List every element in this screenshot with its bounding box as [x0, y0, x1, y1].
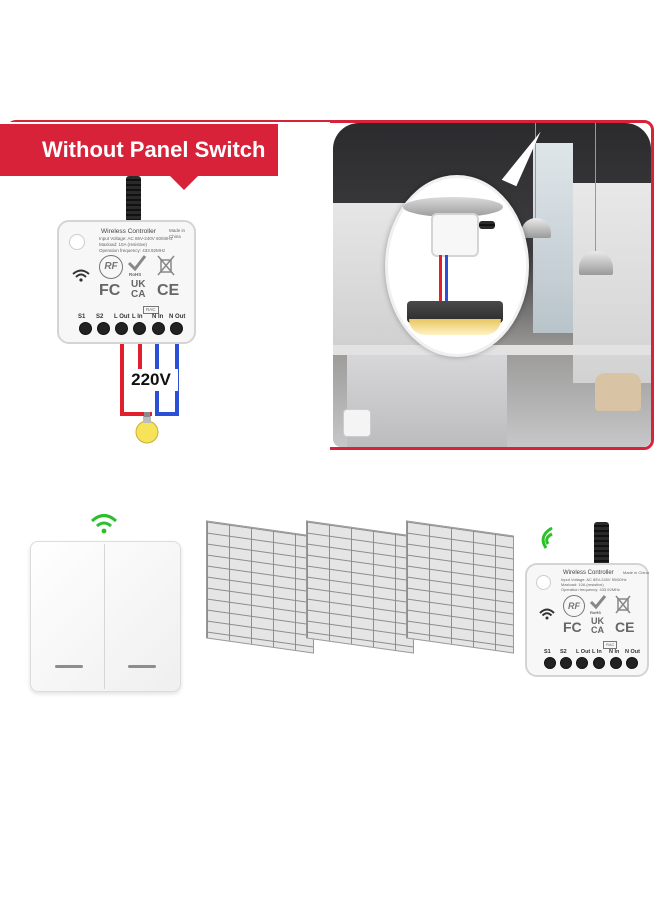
wifi-signal-icon: [90, 514, 118, 534]
screw-terminal: [593, 657, 605, 669]
pairing-button: [69, 234, 85, 250]
screw-terminal: [610, 657, 622, 669]
lamp-cord: [535, 123, 536, 218]
lamp-cord: [595, 123, 596, 253]
ceiling-light-fixture: [407, 301, 503, 323]
terminal-label: L In: [592, 649, 602, 655]
brick-wall: [206, 520, 314, 654]
spec-line: Operation frequency: 433.92MHz: [561, 587, 620, 592]
switch-divider: [104, 544, 105, 689]
brick-wall: [406, 520, 514, 654]
screw-terminal: [170, 322, 183, 335]
check-mark-icon: [589, 595, 607, 610]
terminal-label: L In: [132, 314, 143, 320]
made-in-label: Made in China: [169, 228, 186, 239]
antenna-icon: [594, 522, 609, 568]
wire-red: [120, 412, 152, 416]
wire-blue: [445, 255, 448, 303]
ce-mark: CE: [615, 619, 635, 635]
screw-terminal: [152, 322, 165, 335]
weee-bin-icon: [615, 595, 631, 614]
ceiling-mount: [403, 197, 503, 217]
screw-terminal: [560, 657, 572, 669]
terminal-label: N Out: [169, 314, 186, 320]
pairing-button: [536, 575, 551, 590]
screw-terminal: [97, 322, 110, 335]
rohs-label: RoHS: [590, 610, 601, 615]
rac-label: RAC: [143, 306, 159, 314]
wireless-controller-module: [431, 213, 479, 257]
signal-receive-icon: [541, 526, 553, 549]
wire-red: [439, 255, 442, 303]
terminal-label: S1: [544, 649, 551, 655]
switch-indicator-right: [128, 665, 156, 668]
ukca-mark-top: UK: [131, 279, 146, 290]
chair: [595, 373, 641, 411]
light-bulb-icon: [135, 412, 159, 444]
screw-terminal: [626, 657, 638, 669]
wifi-icon: [539, 608, 555, 620]
kitchen-island: [347, 351, 507, 447]
rac-label: RAC: [603, 641, 618, 649]
rf-badge: RF: [99, 255, 123, 279]
terminal-label: L Out: [114, 314, 130, 320]
wire-red: [120, 336, 124, 416]
wire-red: [138, 336, 142, 386]
terminal-label: N Out: [625, 649, 640, 655]
made-in-label: Made in China: [623, 570, 649, 575]
fc-mark: FC: [563, 619, 582, 635]
wire-blue: [155, 412, 179, 416]
screw-terminal: [115, 322, 128, 335]
module-title: Wireless Controller: [563, 570, 614, 576]
ce-mark: CE: [157, 282, 180, 299]
handbag: [343, 409, 371, 437]
rf-badge: RF: [563, 595, 585, 617]
fc-mark: FC: [99, 282, 121, 299]
spec-line: Maxload: 10A (resistive): [99, 242, 148, 247]
brick-wall: [306, 520, 414, 654]
ukca-mark-bottom: CA: [131, 289, 146, 300]
weee-bin-icon: [157, 255, 175, 276]
switch-indicator-left: [55, 665, 83, 668]
kitchen-photo: [333, 123, 651, 447]
banner-pointer: [170, 176, 198, 190]
terminal-label: S2: [96, 314, 104, 320]
screw-terminal: [79, 322, 92, 335]
terminal-label: L Out: [576, 649, 591, 655]
screw-terminal: [576, 657, 588, 669]
wireless-controller-module: Wireless Controller Made in China Input …: [525, 563, 649, 677]
terminal-label: N In: [609, 649, 620, 655]
pendant-lamp-icon: [521, 218, 551, 238]
spec-line: Input Voltage: AC 85V-240V 50/60Hz: [99, 236, 173, 241]
banner-title: Without Panel Switch: [0, 124, 278, 176]
terminal-label: N In: [152, 314, 164, 320]
antenna-icon: [479, 221, 495, 229]
screw-terminal: [133, 322, 146, 335]
spec-line: Input Voltage: AC 85V-240V 50/60Hz: [561, 577, 627, 582]
wifi-icon: [72, 269, 90, 282]
terminal-label: S2: [560, 649, 567, 655]
spec-line: Maxload: 10A (resistive): [561, 582, 604, 587]
spec-line: Operation frequency: 433.92MHz: [99, 248, 166, 253]
wireless-controller-module: Wireless Controller Made in China Input …: [57, 220, 196, 344]
module-title: Wireless Controller: [101, 228, 156, 235]
screw-terminal: [544, 657, 556, 669]
terminal-label: S1: [78, 314, 86, 320]
light-glow: [409, 319, 501, 335]
pendant-lamp-icon: [579, 251, 613, 275]
switch-button-left[interactable]: [34, 545, 103, 688]
countertop: [333, 345, 651, 355]
ukca-mark-bottom: CA: [591, 625, 604, 635]
voltage-label: 220V: [124, 369, 178, 391]
switch-button-right[interactable]: [106, 545, 178, 688]
window: [533, 143, 573, 333]
antenna-icon: [126, 176, 141, 222]
rohs-label: RoHS: [129, 272, 142, 277]
ukca-mark-top: UK: [591, 616, 604, 626]
check-mark-icon: [127, 255, 147, 272]
